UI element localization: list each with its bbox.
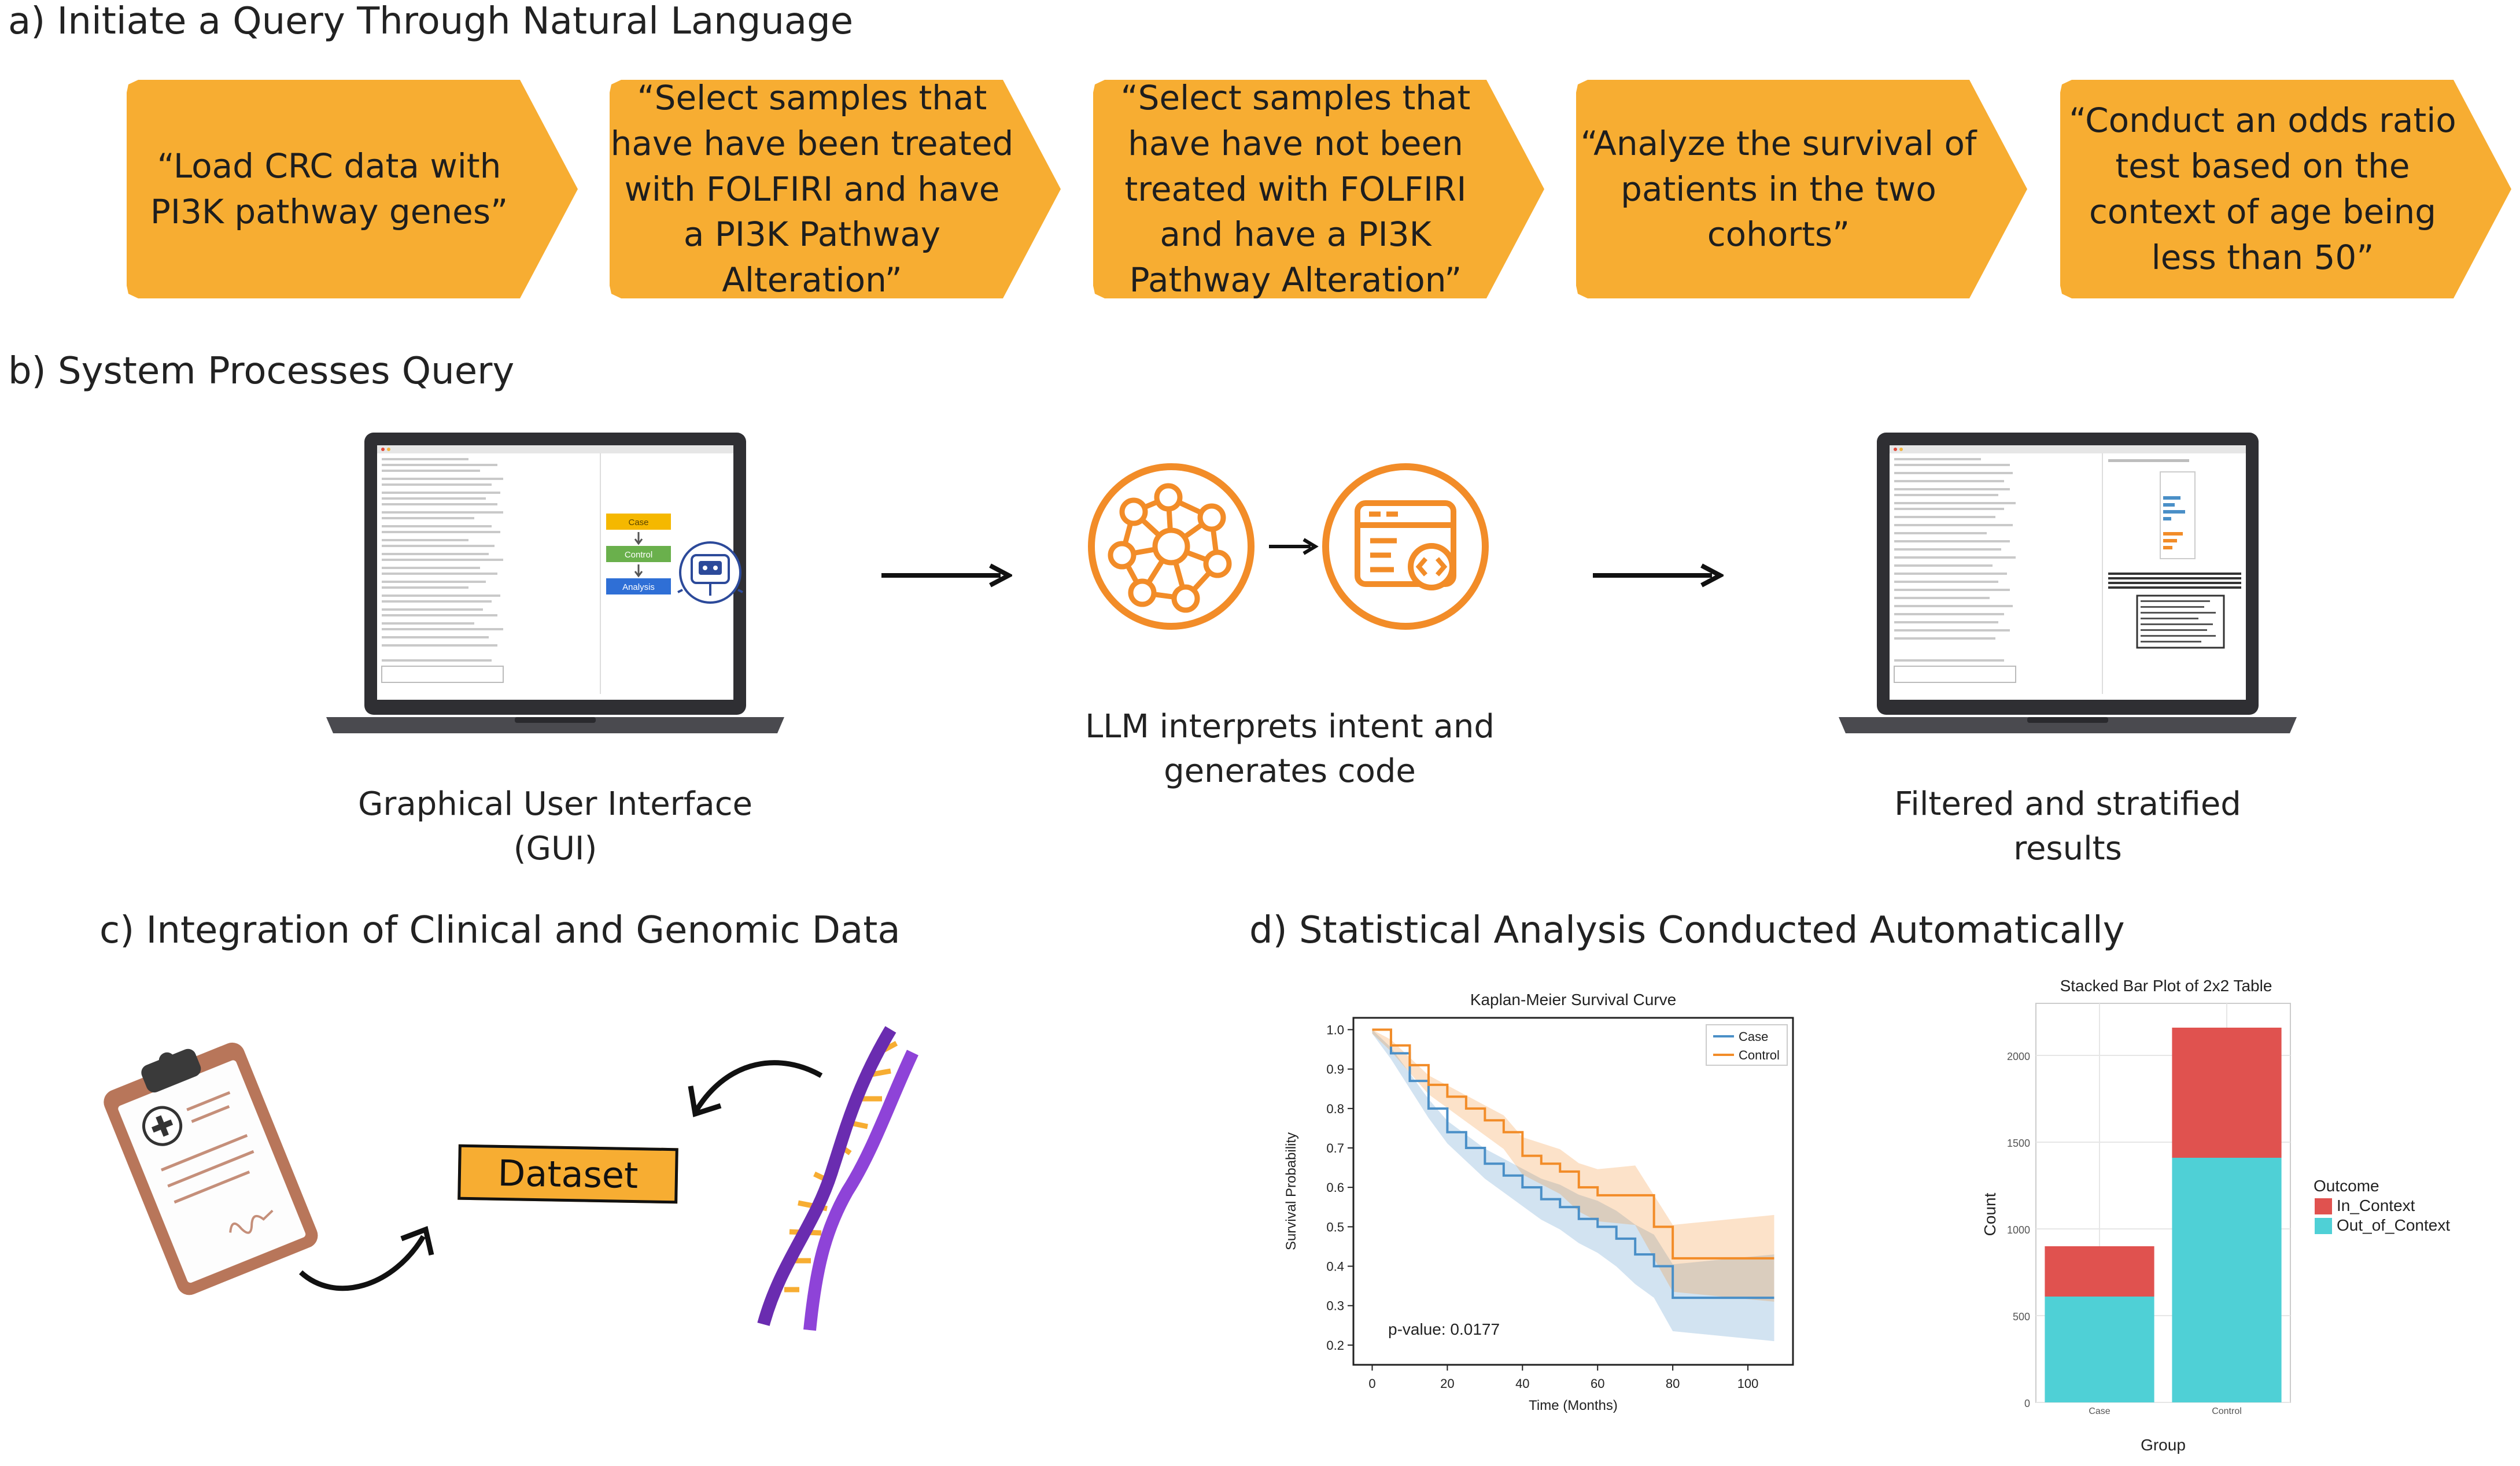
llm-caption: LLM interprets intent and generates code bbox=[1085, 708, 1495, 791]
bar-y-tick-label: 0 bbox=[2024, 1398, 2030, 1409]
bar-title: Stacked Bar Plot of 2x2 Table bbox=[2060, 977, 2272, 995]
km-y-tick-label: 0.2 bbox=[1326, 1338, 1344, 1353]
query-step-2: “Select samples that have have been trea… bbox=[610, 80, 1061, 298]
code-window-icon bbox=[1322, 463, 1489, 630]
arrow-small-icon bbox=[1269, 538, 1319, 555]
gui-flow-control: Control bbox=[625, 550, 652, 560]
bar-legend-in-context: In_Context bbox=[2337, 1197, 2415, 1214]
query-step-1-text: “Load CRC data with PI3K pathway genes” bbox=[150, 146, 508, 231]
km-x-tick-label: 100 bbox=[1737, 1376, 1759, 1391]
km-survival-chart: Kaplan-Meier Survival Curve 0 20 40 60 80 100… bbox=[1283, 991, 1794, 1413]
bar-case-in_context bbox=[2045, 1246, 2154, 1297]
km-x-tick-label: 60 bbox=[1591, 1376, 1604, 1391]
curved-arrow-icon bbox=[688, 1060, 823, 1117]
query-step-4-text: “Analyze the survival of patients in the… bbox=[1580, 123, 1977, 254]
km-title: Kaplan-Meier Survival Curve bbox=[1470, 991, 1676, 1009]
bar-x-tick-label: Case bbox=[2089, 1406, 2110, 1416]
km-x-tick-label: 20 bbox=[1440, 1376, 1454, 1391]
bar-legend-title: Outcome bbox=[2314, 1177, 2379, 1195]
bar-ylabel: Count bbox=[1981, 1192, 1999, 1236]
km-y-tick-label: 0.6 bbox=[1326, 1180, 1344, 1195]
bar-case-out_of_context bbox=[2045, 1297, 2154, 1402]
km-xlabel: Time (Months) bbox=[1529, 1398, 1618, 1413]
arrow-right-icon bbox=[881, 563, 1012, 588]
query-step-3-text: “Select samples that have have not been … bbox=[1120, 77, 1471, 300]
km-y-tick-label: 0.8 bbox=[1326, 1102, 1344, 1116]
km-y-tick-label: 0.3 bbox=[1326, 1299, 1344, 1313]
bar-control-out_of_context bbox=[2172, 1158, 2282, 1402]
clipboard-icon bbox=[104, 1042, 318, 1295]
km-legend: Case Control bbox=[1706, 1024, 1788, 1066]
results-laptop-icon bbox=[1839, 433, 2297, 733]
bar-x-tick-label: Control bbox=[2212, 1406, 2242, 1416]
gui-flow-case: Case bbox=[628, 518, 648, 527]
dna-icon bbox=[757, 1026, 918, 1331]
results-caption: Filtered and stratified results bbox=[1894, 785, 2241, 868]
section-b-title: b) System Processes Query bbox=[8, 350, 515, 393]
query-step-5: “Conduct an odds ratio test based on the… bbox=[2060, 80, 2511, 298]
gui-caption: Graphical User Interface (GUI) bbox=[358, 785, 752, 868]
query-step-2-text: “Select samples that have have been trea… bbox=[610, 77, 1014, 300]
dataset-label: Dataset bbox=[497, 1151, 639, 1197]
query-step-5-text: “Conduct an odds ratio test based on the… bbox=[2069, 101, 2456, 277]
km-legend-control: Control bbox=[1739, 1048, 1780, 1062]
arrow-right-icon bbox=[1593, 563, 1724, 588]
km-line-case bbox=[1372, 1028, 1774, 1299]
km-annotation: p-value: 0.0177 bbox=[1388, 1320, 1500, 1338]
bar-y-tick-label: 1000 bbox=[2007, 1224, 2030, 1236]
curved-arrow-icon bbox=[298, 1225, 434, 1291]
km-x-tick-label: 80 bbox=[1666, 1376, 1680, 1391]
bar-y-tick-label: 1500 bbox=[2007, 1138, 2030, 1149]
km-y-tick-label: 0.4 bbox=[1326, 1260, 1344, 1274]
km-y-tick-label: 0.5 bbox=[1326, 1220, 1344, 1234]
km-ylabel: Survival Probability bbox=[1283, 1132, 1299, 1250]
section-c-title: c) Integration of Clinical and Genomic D… bbox=[99, 909, 901, 952]
km-y-tick-label: 0.7 bbox=[1326, 1141, 1344, 1155]
stacked-bar-chart: Stacked Bar Plot of 2x2 Table 0 500 1000 15… bbox=[1981, 977, 2450, 1454]
gui-flow-analysis: Analysis bbox=[622, 582, 655, 592]
km-x-tick-label: 0 bbox=[1368, 1376, 1375, 1391]
km-y-tick-label: 0.9 bbox=[1326, 1062, 1344, 1077]
km-confidence-band-control bbox=[1372, 1029, 1774, 1302]
section-d-title: d) Statistical Analysis Conducted Automa… bbox=[1249, 909, 2125, 952]
query-step-1: “Load CRC data with PI3K pathway genes” bbox=[127, 80, 578, 298]
km-y-tick-label: 1.0 bbox=[1326, 1022, 1344, 1037]
bar-legend: Outcome In_Context Out_of_Context bbox=[2314, 1177, 2450, 1234]
bar-xlabel: Group bbox=[2141, 1436, 2186, 1454]
km-x-tick-label: 40 bbox=[1515, 1376, 1529, 1391]
query-step-3: “Select samples that have have not been … bbox=[1093, 80, 1544, 298]
km-line-control bbox=[1372, 1028, 1774, 1260]
bar-y-tick-label: 500 bbox=[2013, 1311, 2030, 1323]
gui-laptop-icon: Case Control Analysis bbox=[326, 433, 784, 733]
section-a-title: a) Initiate a Query Through Natural Lang… bbox=[8, 0, 854, 43]
km-confidence-band-case bbox=[1372, 1029, 1774, 1342]
dataset-box: Dataset bbox=[457, 1144, 678, 1204]
km-legend-case: Case bbox=[1739, 1029, 1768, 1044]
bar-y-tick-label: 2000 bbox=[2007, 1051, 2030, 1062]
query-step-4: “Analyze the survival of patients in the… bbox=[1576, 80, 2027, 298]
neural-network-icon bbox=[1088, 463, 1255, 630]
bar-control-in_context bbox=[2172, 1028, 2282, 1158]
bar-legend-out-context: Out_of_Context bbox=[2337, 1216, 2450, 1234]
